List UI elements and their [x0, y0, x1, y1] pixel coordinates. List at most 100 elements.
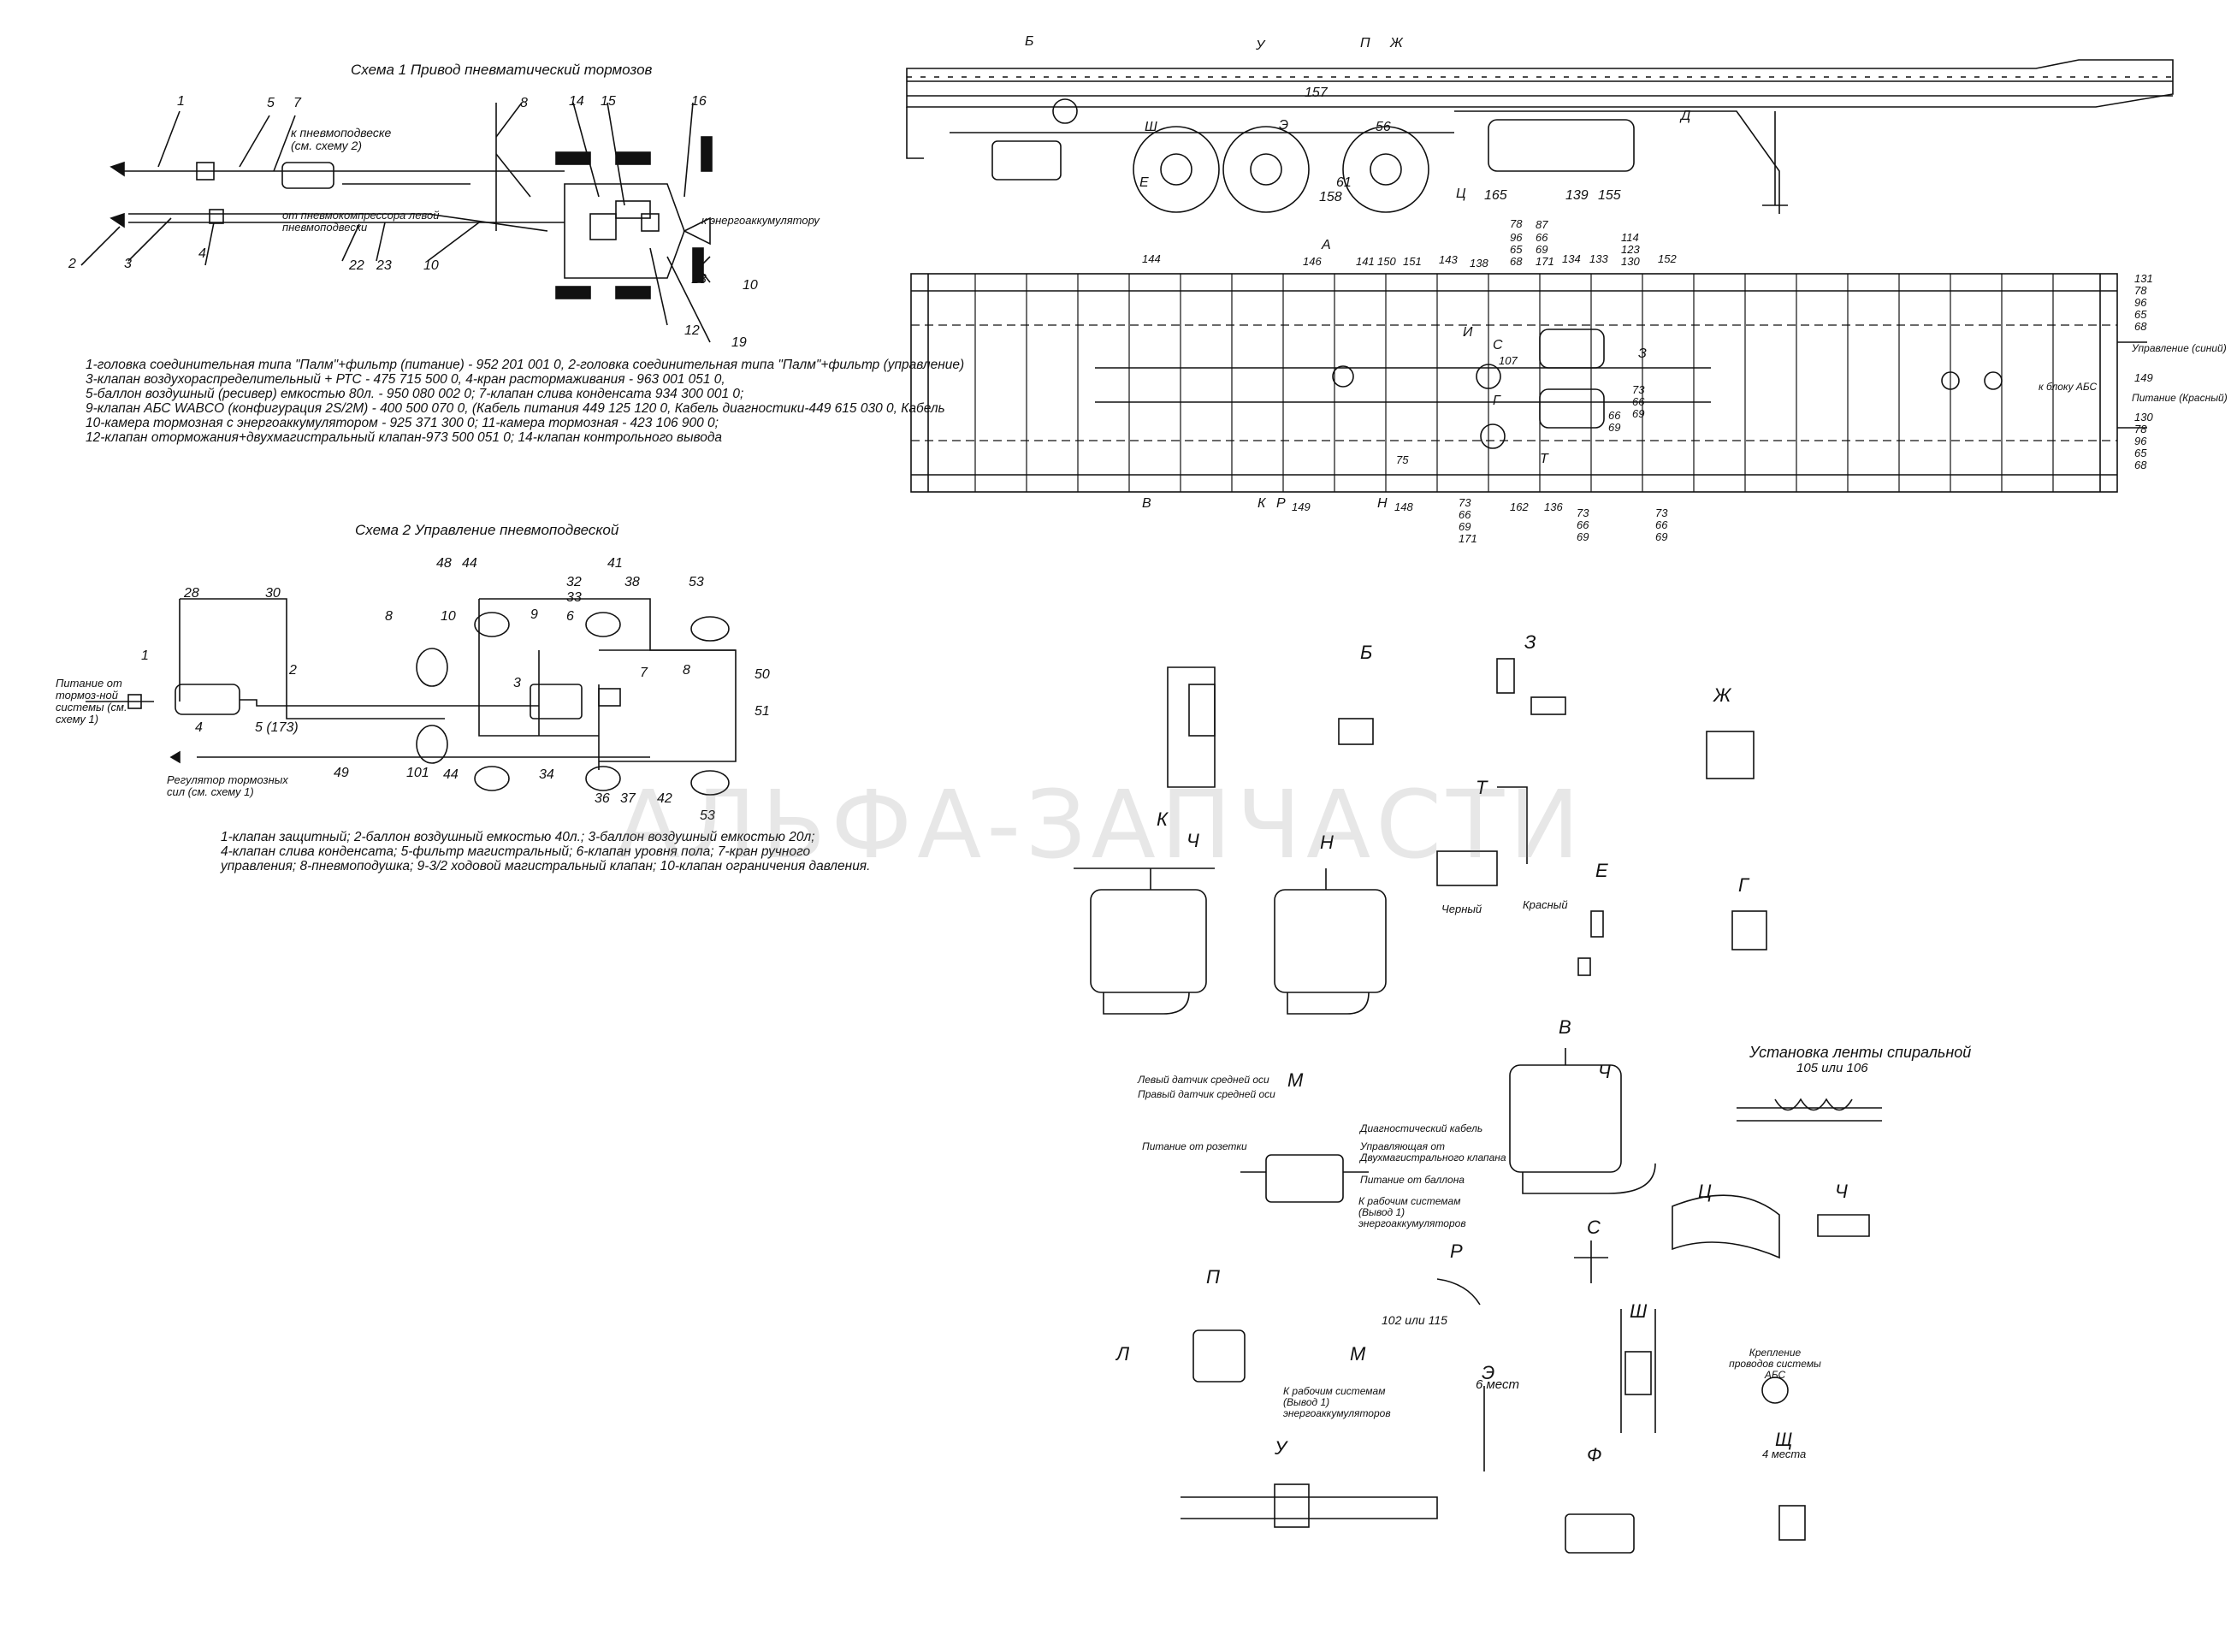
- scheme2-callout: 8: [385, 609, 393, 624]
- scheme2-callout: 10: [441, 609, 456, 624]
- plan-number: 138: [1470, 257, 1488, 269]
- plan-number: 143: [1439, 253, 1458, 266]
- detail-letter: В: [1559, 1016, 1571, 1038]
- plan-letter: С: [1493, 338, 1503, 352]
- scheme2-callout: 53: [700, 808, 715, 823]
- plan-letter: Г: [1493, 394, 1500, 408]
- scheme2-callout: 101: [406, 766, 429, 780]
- note-left-sensor: Левый датчик средней оси: [1138, 1074, 1269, 1086]
- scheme1-callout: 15: [601, 94, 616, 109]
- note-abs-mount: Крепление проводов системы АБС: [1729, 1347, 1821, 1381]
- detail-letter: Ч: [1835, 1181, 1848, 1202]
- detail-letter: Л: [1116, 1343, 1130, 1365]
- scheme2-callout: 8: [683, 663, 690, 678]
- scheme1-note-compressor: от пневмокомпрессора левой пневмоподвеск…: [282, 209, 440, 234]
- scheme1-legend-line: 9-клапан АБС WABCO (конфигурация 2S/2M) …: [86, 401, 945, 416]
- scheme1-callout: 1: [177, 94, 185, 109]
- scheme1-legend-line: 5-баллон воздушный (ресивер) емкостью 80…: [86, 387, 744, 401]
- scheme2-callout: 50: [755, 667, 770, 682]
- scheme1-callout: 10: [743, 278, 758, 293]
- plan-number: 73: [1459, 496, 1471, 509]
- scheme2-callout: 53: [689, 575, 704, 589]
- plan-note: к блоку АБС: [2039, 381, 2098, 393]
- side-letter: У: [1256, 38, 1265, 53]
- detail-letter: Ш: [1630, 1300, 1648, 1322]
- plan-number: 134: [1562, 252, 1581, 265]
- scheme2-callout: 38: [624, 575, 640, 589]
- plan-number: 96: [2134, 296, 2147, 309]
- scheme1-callout: 10: [423, 258, 439, 273]
- plan-number: 69: [1577, 530, 1589, 543]
- note-black: Черный: [1441, 903, 1482, 915]
- plan-number: 66: [1632, 395, 1645, 408]
- plan-number: 78: [2134, 423, 2147, 435]
- plan-number: 69: [1536, 243, 1548, 256]
- scheme1-legend-line: 12-клапан оторможания+двухмагистральный …: [86, 430, 723, 445]
- detail-letter: З: [1524, 631, 1536, 653]
- plan-letter: Н: [1377, 496, 1388, 511]
- scheme2-note-regulator: Регулятор тормозных сил (см. схему 1): [167, 773, 288, 798]
- note-sch-count: 4 места: [1762, 1448, 1807, 1460]
- plan-number: 66: [1459, 508, 1471, 521]
- scheme2-callout: 51: [755, 704, 770, 719]
- scheme1-callout: 16: [691, 94, 707, 109]
- scheme2-callout: 37: [620, 791, 636, 806]
- plan-number: 66: [1577, 518, 1589, 531]
- detail-letter: М: [1287, 1069, 1304, 1091]
- plan-number: 148: [1394, 500, 1413, 513]
- scheme2-callout: 5 (173): [255, 720, 299, 735]
- plan-letter: К: [1258, 496, 1266, 511]
- plan-letter: Р: [1276, 496, 1286, 511]
- plan-number: 114: [1621, 231, 1639, 244]
- note-power-socket: Питание от розетки: [1142, 1140, 1247, 1152]
- scheme2-callout: 49: [334, 766, 349, 780]
- plan-number: 69: [1655, 530, 1668, 543]
- scheme2-callout: 44: [443, 767, 459, 782]
- plan-number: 69: [1632, 407, 1645, 420]
- scheme2-callout: 3: [513, 676, 521, 690]
- plan-number: 65: [2134, 308, 2147, 321]
- detail-letter: Ц: [1698, 1181, 1712, 1202]
- plan-number: 73: [1577, 506, 1589, 519]
- scheme2-legend-line: управления; 8-пневмоподушка; 9-3/2 ходов…: [221, 859, 871, 873]
- plan-number: 149: [2134, 371, 2153, 384]
- plan-letter: И: [1463, 325, 1473, 340]
- side-number: 155: [1598, 188, 1621, 203]
- spiral-part: 105 или 106: [1796, 1061, 1868, 1075]
- side-letter: Ц: [1456, 187, 1466, 201]
- detail-letter: Е: [1595, 860, 1608, 881]
- detail-letter: Э: [1482, 1362, 1495, 1383]
- scheme2-callout: 1: [141, 648, 149, 663]
- scheme2-diagram: [86, 598, 737, 796]
- plan-number: 141: [1356, 255, 1375, 268]
- scheme1-callout: 14: [569, 94, 584, 109]
- plan-letter: З: [1638, 346, 1647, 361]
- scheme1-note-suspension: к пневмоподвеске (см. схему 2): [291, 126, 392, 152]
- scheme1-callout: 4: [198, 246, 206, 261]
- scheme1-legend-line: 3-клапан воздухораспределительный + РТС …: [86, 372, 725, 387]
- scheme2-callout: 34: [539, 767, 554, 782]
- note-balloon: Питание от баллона: [1360, 1174, 1465, 1186]
- plan-number: 123: [1621, 243, 1640, 256]
- scheme2-callout: 41: [607, 556, 623, 571]
- scheme2-callout: 44: [462, 556, 477, 571]
- scheme2-legend-line: 1-клапан защитный; 2-баллон воздушный ем…: [221, 830, 815, 844]
- plan-number: 65: [2134, 447, 2147, 459]
- plan-letter: Т: [1540, 452, 1548, 466]
- note-red: Красный: [1523, 898, 1568, 911]
- scheme1-callout: 5: [267, 96, 275, 110]
- plan-number: 162: [1510, 500, 1529, 513]
- plan-note: Питание (Красный): [2132, 392, 2228, 404]
- plan-number: 171: [1459, 532, 1477, 545]
- trailer-side-view: [906, 59, 2174, 214]
- side-number: 56: [1376, 120, 1391, 134]
- note-control: Управляющая от Двухмагистрального клапан…: [1360, 1140, 1506, 1164]
- plan-number: 65: [1510, 243, 1523, 256]
- side-number: 157: [1305, 86, 1328, 100]
- detail-letter: У: [1275, 1437, 1287, 1459]
- detail-letter: Н: [1320, 832, 1334, 853]
- plan-number: 171: [1536, 255, 1554, 268]
- side-letter: Д: [1681, 109, 1691, 123]
- side-letter: Ш: [1145, 120, 1157, 134]
- detail-letter: Г: [1738, 874, 1749, 896]
